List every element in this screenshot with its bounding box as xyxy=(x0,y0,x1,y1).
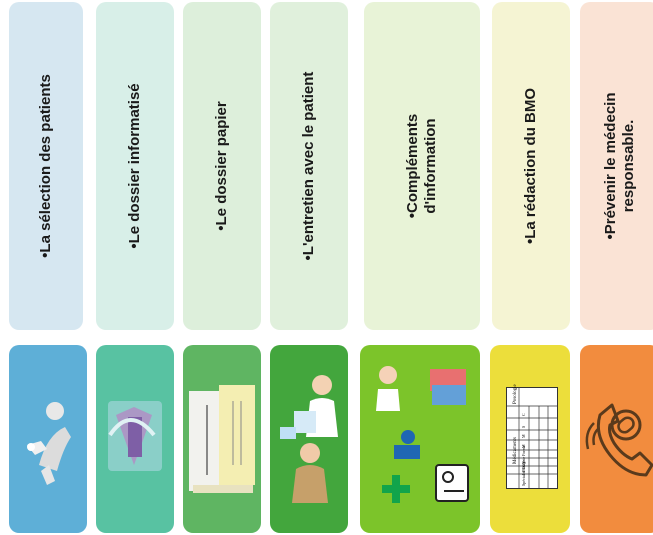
person-icon xyxy=(27,402,71,485)
step-image-computer-file xyxy=(96,345,174,533)
step-image-paper-file xyxy=(183,345,261,533)
step-card-computer-file: •Le dossier informatisé xyxy=(96,2,174,330)
step-card-patient-selection: •La sélection des patients xyxy=(9,2,83,330)
step-label: •Le dossier papier xyxy=(213,101,230,231)
step-image-notify-doctor xyxy=(580,345,653,533)
step-card-bmo-writing: •La rédaction du BMO xyxy=(492,2,570,330)
step-label: •La rédaction du BMO xyxy=(522,87,539,245)
doctor-patient-icon xyxy=(280,375,338,503)
step-image-patient-selection xyxy=(9,345,87,533)
step-image-additional-info xyxy=(360,345,480,533)
bmo-table-icon: Médicaments Posologie Spécialité DCI Dos… xyxy=(506,384,558,489)
step-card-paper-file: •Le dossier papier xyxy=(183,2,261,330)
step-card-notify-doctor: •Prévenir le médecin responsable. xyxy=(580,2,653,330)
step-card-patient-interview: •L'entretien avec le patient xyxy=(270,2,348,330)
bmo-col-m1: M xyxy=(521,444,526,448)
step-label: •Le dossier informatisé xyxy=(126,83,143,249)
bmo-header-left: Médicaments xyxy=(513,437,518,464)
computer-file-icon xyxy=(108,401,162,471)
step-image-bmo-writing: Médicaments Posologie Spécialité DCI Dos… xyxy=(490,345,570,533)
bmo-col-m2: M xyxy=(521,434,526,438)
bmo-header-right: Posologie xyxy=(513,384,518,404)
phone-icon xyxy=(585,403,653,477)
step-label: •L'entretien avec le patient xyxy=(300,71,317,261)
step-label: •La sélection des patients xyxy=(37,74,54,258)
bmo-col-voie: Voie xyxy=(521,456,526,464)
step-card-additional-info: •Compléments d'information xyxy=(364,2,480,330)
paper-file-icon xyxy=(189,385,255,493)
step-image-patient-interview xyxy=(270,345,348,533)
step-label: •Prévenir le médecin responsable. xyxy=(602,92,637,240)
bmo-col-c: C xyxy=(521,413,526,416)
bmo-col-s: S xyxy=(521,425,526,428)
step-label: •Compléments d'information xyxy=(404,113,439,219)
medical-info-icon xyxy=(376,366,469,503)
